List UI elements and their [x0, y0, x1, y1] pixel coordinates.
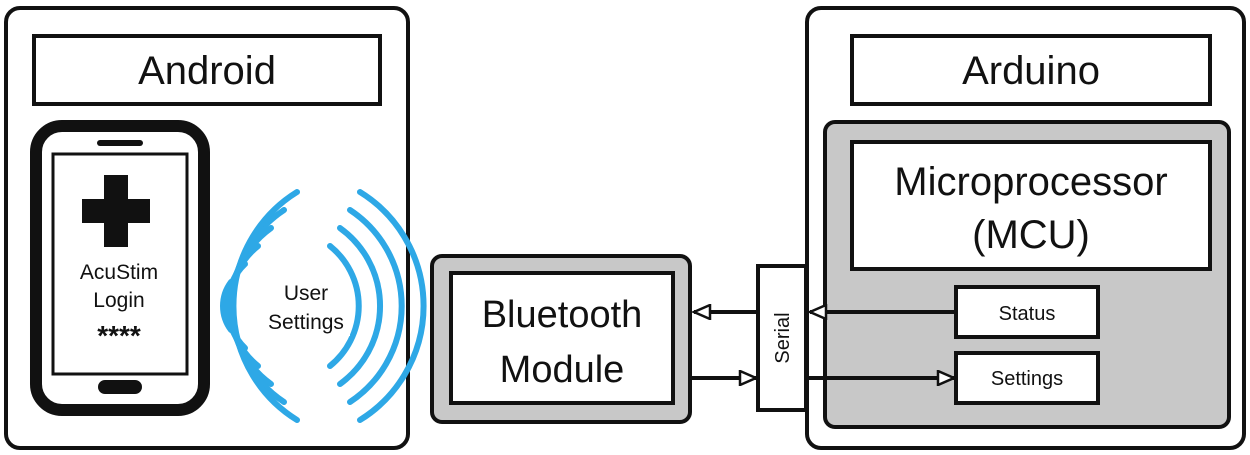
signal-label-settings: Settings: [268, 311, 344, 334]
android-title: Android: [138, 49, 276, 93]
mcu-label-line1: Microprocessor: [894, 160, 1167, 204]
settings-box: [954, 351, 1100, 405]
serial-interface: Serial: [756, 264, 808, 412]
settings-label: Settings: [991, 368, 1063, 390]
bluetooth-label-line1: Bluetooth: [482, 294, 643, 336]
arduino-panel: Arduino Microprocessor (MCU) Status Sett…: [805, 6, 1246, 450]
signal-label-bg: [262, 278, 350, 336]
bluetooth-module: Bluetooth Module: [430, 254, 692, 424]
phone-home-button[interactable]: [98, 380, 142, 394]
arduino-title-box: [850, 34, 1212, 106]
smartphone: AcuStim Login ****: [30, 120, 210, 416]
password-mask: ****: [97, 320, 141, 351]
signal-label-user: User: [284, 282, 328, 305]
phone-speaker: [97, 140, 143, 146]
arduino-title: Arduino: [962, 49, 1100, 93]
android-panel: Android AcuStim Login ****: [4, 6, 427, 450]
bluetooth-label-line2: Module: [500, 349, 625, 391]
android-title-box: [32, 34, 382, 106]
serial-label: Serial: [772, 312, 794, 363]
login-label: Login: [93, 289, 144, 312]
mcu-label-box: [850, 140, 1212, 271]
app-name: AcuStim: [80, 261, 158, 284]
mcu-label-line2: (MCU): [972, 213, 1090, 257]
medical-cross-icon: [82, 175, 150, 247]
status-label: Status: [999, 303, 1056, 325]
status-box: [954, 285, 1100, 339]
wireless-signal-icon: [220, 189, 427, 423]
